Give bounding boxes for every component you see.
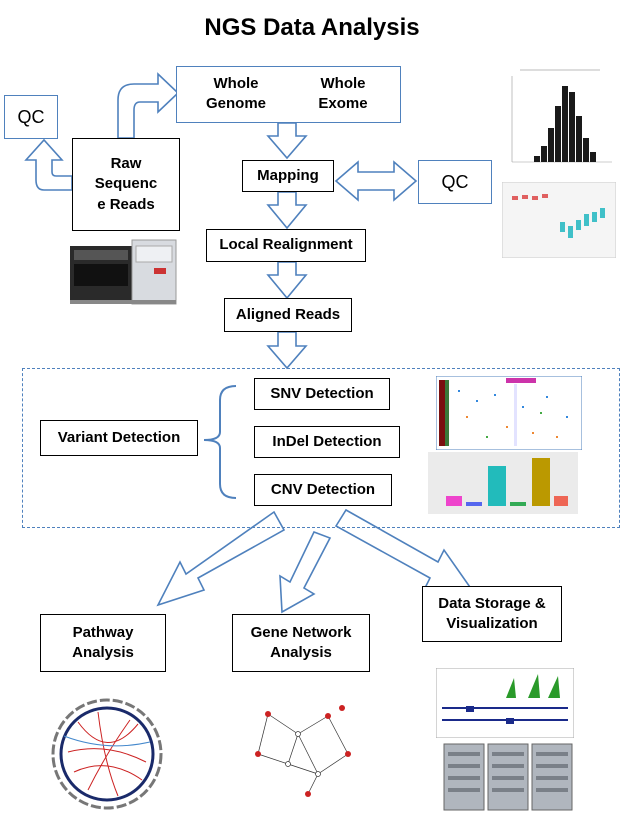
down-arrow-4	[266, 331, 308, 370]
sequencing-type-panel	[176, 66, 401, 123]
diagram-title: NGS Data Analysis	[204, 14, 420, 41]
qc-left-box: QC	[4, 95, 58, 139]
qc-histogram-image	[500, 66, 618, 170]
pathway-analysis-box: Pathway Analysis	[40, 614, 166, 672]
variant-detection-group	[22, 368, 620, 528]
genome-browser-image	[436, 668, 574, 738]
curved-arrow-to-qc-left	[24, 138, 73, 191]
down-arrow-2	[266, 191, 308, 230]
whole-genome-label: Whole Genome	[205, 75, 266, 113]
qc-right-box: QC	[418, 160, 492, 204]
snv-detection-box: SNV Detection	[254, 378, 390, 410]
arrow-to-pathway	[156, 510, 286, 607]
aligned-reads-box: Aligned Reads	[224, 298, 352, 332]
double-arrow-qc	[334, 160, 418, 202]
down-arrow-3	[266, 261, 308, 300]
cnv-detection-box: CNV Detection	[254, 474, 392, 506]
local-realignment-box: Local Realignment	[206, 229, 366, 262]
cnv-barchart-image	[428, 452, 578, 514]
arrow-to-data-storage	[334, 508, 474, 591]
snv-matrix-image	[436, 376, 582, 450]
arrow-to-gene-network	[279, 530, 332, 614]
gene-network-analysis-box: Gene Network Analysis	[232, 614, 370, 672]
whole-exome-label: Whole Exome	[318, 75, 368, 113]
variant-detection-box: Variant Detection	[40, 420, 198, 456]
curved-arrow-to-genome	[117, 72, 180, 139]
storage-servers-image	[443, 743, 573, 811]
data-storage-box: Data Storage & Visualization	[422, 586, 562, 642]
sequencer-image	[70, 239, 177, 305]
gene-network-image	[255, 705, 351, 797]
raw-reads-box: Raw Sequenc e Reads	[72, 138, 180, 231]
mapping-box: Mapping	[242, 160, 334, 192]
down-arrow-1	[266, 122, 308, 160]
variant-bracket	[203, 385, 237, 499]
qc-boxplot-image	[502, 182, 616, 258]
pathway-circos-image	[51, 698, 163, 810]
indel-detection-box: InDel Detection	[254, 426, 400, 458]
